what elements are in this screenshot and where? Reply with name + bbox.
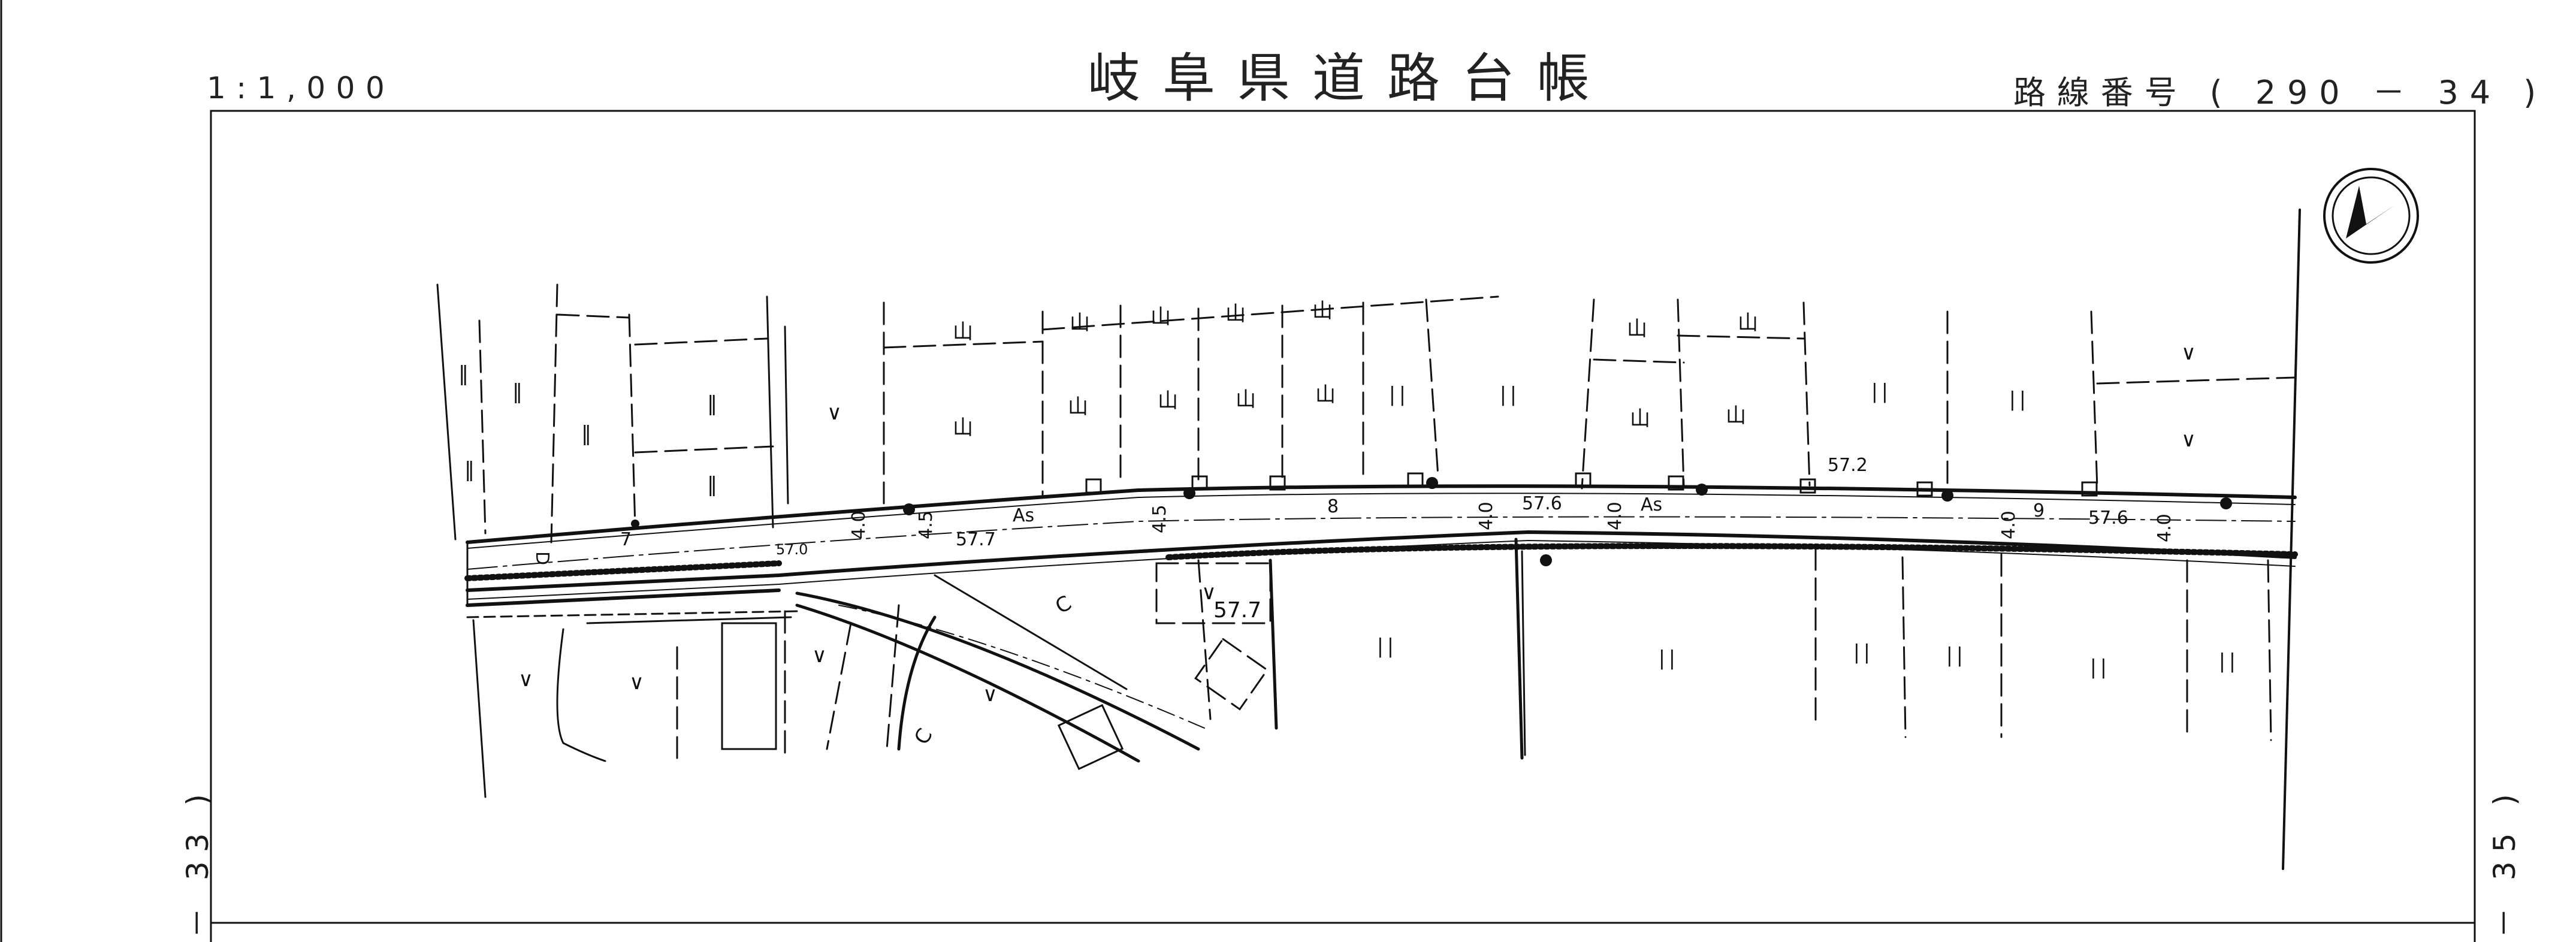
branch-road-south-edge	[795, 603, 1140, 763]
utility-pole-icon	[1540, 554, 1552, 566]
utility-pole-icon	[1941, 490, 1953, 502]
width-label: 4.0	[1998, 511, 2019, 539]
landuse-symbol: ‖	[458, 362, 469, 386]
utility-pole-icon	[1183, 487, 1195, 499]
elevation-label: 57.7	[956, 529, 996, 550]
width-label: 4.0	[1476, 502, 1497, 530]
landuse-symbol: 山	[1738, 311, 1758, 335]
landuse-symbol: ∣∣	[1657, 647, 1677, 671]
landuse-symbol: ∣∣	[1944, 644, 1965, 668]
landuse-symbol: ∣∣	[1498, 383, 1518, 407]
boundary-line-right	[2282, 209, 2301, 870]
elevation-label: 57.7	[1213, 598, 1261, 623]
landuse-symbol: 山	[1630, 407, 1650, 431]
lane-width-label: 7	[620, 529, 632, 550]
parcels-west	[436, 283, 789, 544]
width-label: 4.0	[2154, 514, 2175, 542]
road-centerline	[467, 516, 2296, 570]
landuse-symbol: ∨	[518, 668, 533, 692]
landuse-symbol: ∣∣	[2088, 656, 2109, 680]
landuse-symbol: 山	[1726, 404, 1746, 428]
road-mark-label: D	[531, 551, 552, 565]
landuse-symbol: 山	[1070, 311, 1090, 335]
curb-hatch-west	[464, 560, 782, 581]
utility-pole-icon	[631, 520, 639, 528]
curb-hatch-south	[1165, 543, 2298, 560]
landuse-symbol: ∨	[812, 644, 827, 668]
north-arrow-icon	[2323, 168, 2419, 264]
sheet-title: 岐阜県道路台帳	[1088, 47, 1612, 109]
landuse-symbol: ‖	[707, 473, 717, 497]
landuse-symbol: 山	[1150, 305, 1171, 329]
landuse-symbol: ∨	[2181, 341, 2196, 365]
landuse-symbol: ∨	[983, 683, 998, 707]
landuse-symbol: 山	[953, 416, 973, 440]
landuse-symbol: 山	[1236, 388, 1256, 412]
landuse-symbol: C	[910, 724, 938, 749]
map-labels: 57.7 57.7 57.6 57.6 57.2 57.0 As As 8 9 …	[458, 299, 2237, 749]
landuse-symbol: ‖	[464, 458, 475, 482]
width-label: 4.5	[1149, 505, 1170, 533]
road-north-edge	[466, 484, 2297, 544]
lane-width-label: 9	[2033, 500, 2045, 521]
road-south-edge	[466, 530, 2297, 592]
utility-poles	[631, 477, 2232, 566]
landuse-symbol: ∣∣	[1870, 380, 1890, 404]
landuse-symbol: ∣∣	[1375, 635, 1396, 659]
landuse-symbol: 山	[953, 320, 973, 344]
curb-structures	[1085, 472, 2098, 497]
landuse-symbol: 山	[1315, 383, 1336, 407]
pavement-label: As	[1013, 505, 1034, 526]
landuse-symbol: ∨	[1201, 581, 1216, 605]
lane-width-label: 8	[1327, 496, 1339, 517]
landuse-symbol: ∨	[827, 401, 842, 425]
landuse-symbol: 山	[1225, 302, 1246, 326]
landuse-symbol: ‖	[512, 380, 523, 404]
pavement-label: As	[1641, 494, 1662, 515]
landuse-symbol: ∣∣	[2007, 388, 2028, 412]
width-label: 4.0	[1605, 502, 1626, 530]
utility-pole-icon	[2220, 497, 2232, 509]
landuse-symbol: ∨	[629, 671, 644, 695]
elevation-label-small: 57.0	[776, 541, 808, 558]
width-label: 4.5	[916, 511, 937, 539]
landuse-symbol: 山	[1312, 299, 1333, 323]
map-frame	[210, 110, 2476, 942]
landuse-symbol: ∨	[2181, 428, 2196, 452]
parcels-south	[676, 547, 2272, 759]
landuse-symbol: ∣∣	[2217, 650, 2237, 674]
road-south-edge-inner	[467, 539, 2296, 600]
landuse-symbol: 山	[1068, 395, 1088, 419]
width-label: 4.0	[848, 511, 869, 539]
utility-pole-icon	[1426, 477, 1438, 489]
west-road-ditch	[466, 610, 798, 618]
branch-road-sidewalk	[934, 574, 1128, 690]
branch-road-north-edge	[795, 591, 1200, 751]
map-scale: 1:1,000	[207, 71, 395, 105]
road-north-edge-inner	[467, 493, 2296, 549]
west-road-south	[466, 588, 781, 607]
landuse-symbol: 山	[1158, 389, 1178, 413]
landuse-symbol: ‖	[707, 392, 717, 416]
landuse-symbol: ‖	[581, 422, 591, 446]
route-number: 路線番号 ( 290 － 34 )	[2013, 74, 2548, 111]
landuse-symbol: C	[1052, 591, 1076, 619]
utility-pole-icon	[903, 503, 915, 515]
landuse-symbol: 山	[1627, 317, 1647, 341]
elevation-label: 57.6	[2088, 508, 2128, 529]
landuse-symbol: ∣∣	[1387, 383, 1408, 407]
branch-road-centerline	[838, 605, 1205, 729]
parcels-north	[883, 295, 2296, 505]
elevation-label: 57.6	[1522, 493, 1562, 514]
landuse-symbol: ∣∣	[1852, 641, 1872, 665]
structures-south	[472, 538, 1524, 798]
elevation-label: 57.2	[1828, 455, 1868, 476]
utility-pole-icon	[1696, 484, 1708, 496]
